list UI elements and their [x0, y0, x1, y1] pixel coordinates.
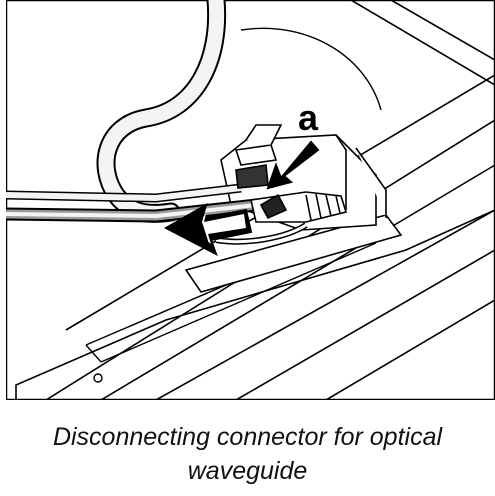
connector-plug: [235, 164, 348, 223]
figure-caption: Disconnecting connector for optical wave…: [0, 420, 495, 488]
press-arrow-icon: [266, 140, 320, 190]
optical-cables-left: [6, 183, 257, 223]
pull-arrow-icon: [163, 202, 253, 257]
pull-arc-inner: [215, 223, 307, 244]
connector-illustration: [6, 0, 495, 400]
lower-body: [15, 209, 495, 400]
caption-line-1: Disconnecting connector for optical: [52, 423, 443, 451]
recess-arc: [240, 27, 382, 111]
caption-line-2: waveguide: [187, 457, 308, 485]
callout-label-a: a: [298, 97, 319, 138]
